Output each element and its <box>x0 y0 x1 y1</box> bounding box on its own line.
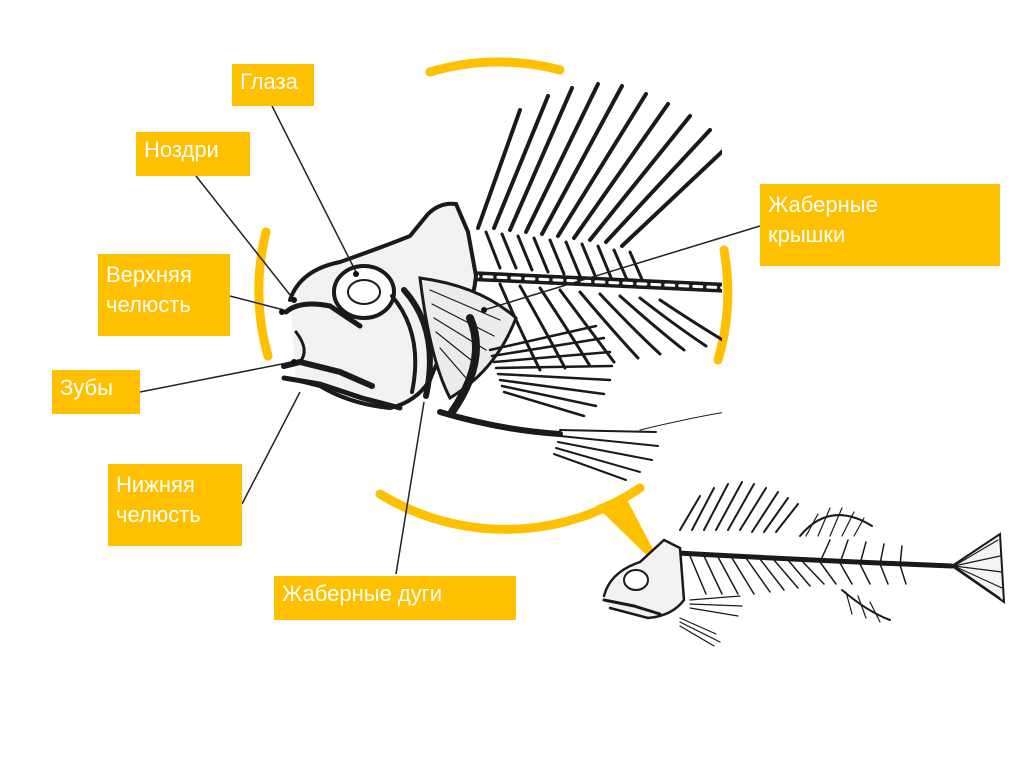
label-teeth: Зубы <box>52 370 140 414</box>
leader-lines <box>139 105 761 575</box>
label-gill-covers: Жаберные крышки <box>760 184 1000 266</box>
magnifier-circle <box>254 57 733 534</box>
leader-eyes <box>271 105 357 273</box>
leader-upper-jaw <box>229 295 285 311</box>
label-upper-jaw: Верхняя челюсть <box>98 254 230 336</box>
leader-gill-arches <box>395 401 425 575</box>
label-nostrils: Ноздри <box>136 132 250 176</box>
leader-gill-covers <box>483 225 761 311</box>
label-gill-arches: Жаберные дуги <box>274 576 516 620</box>
label-lower-jaw: Нижняя челюсть <box>108 464 242 546</box>
small-full-skeleton <box>602 481 1006 647</box>
leader-lower-jaw <box>241 391 301 505</box>
zoomed-skeleton-head <box>281 82 722 481</box>
label-eyes: Глаза <box>232 64 314 106</box>
leader-nostrils <box>195 175 295 301</box>
leader-dots <box>279 271 487 365</box>
leader-teeth <box>139 361 293 393</box>
